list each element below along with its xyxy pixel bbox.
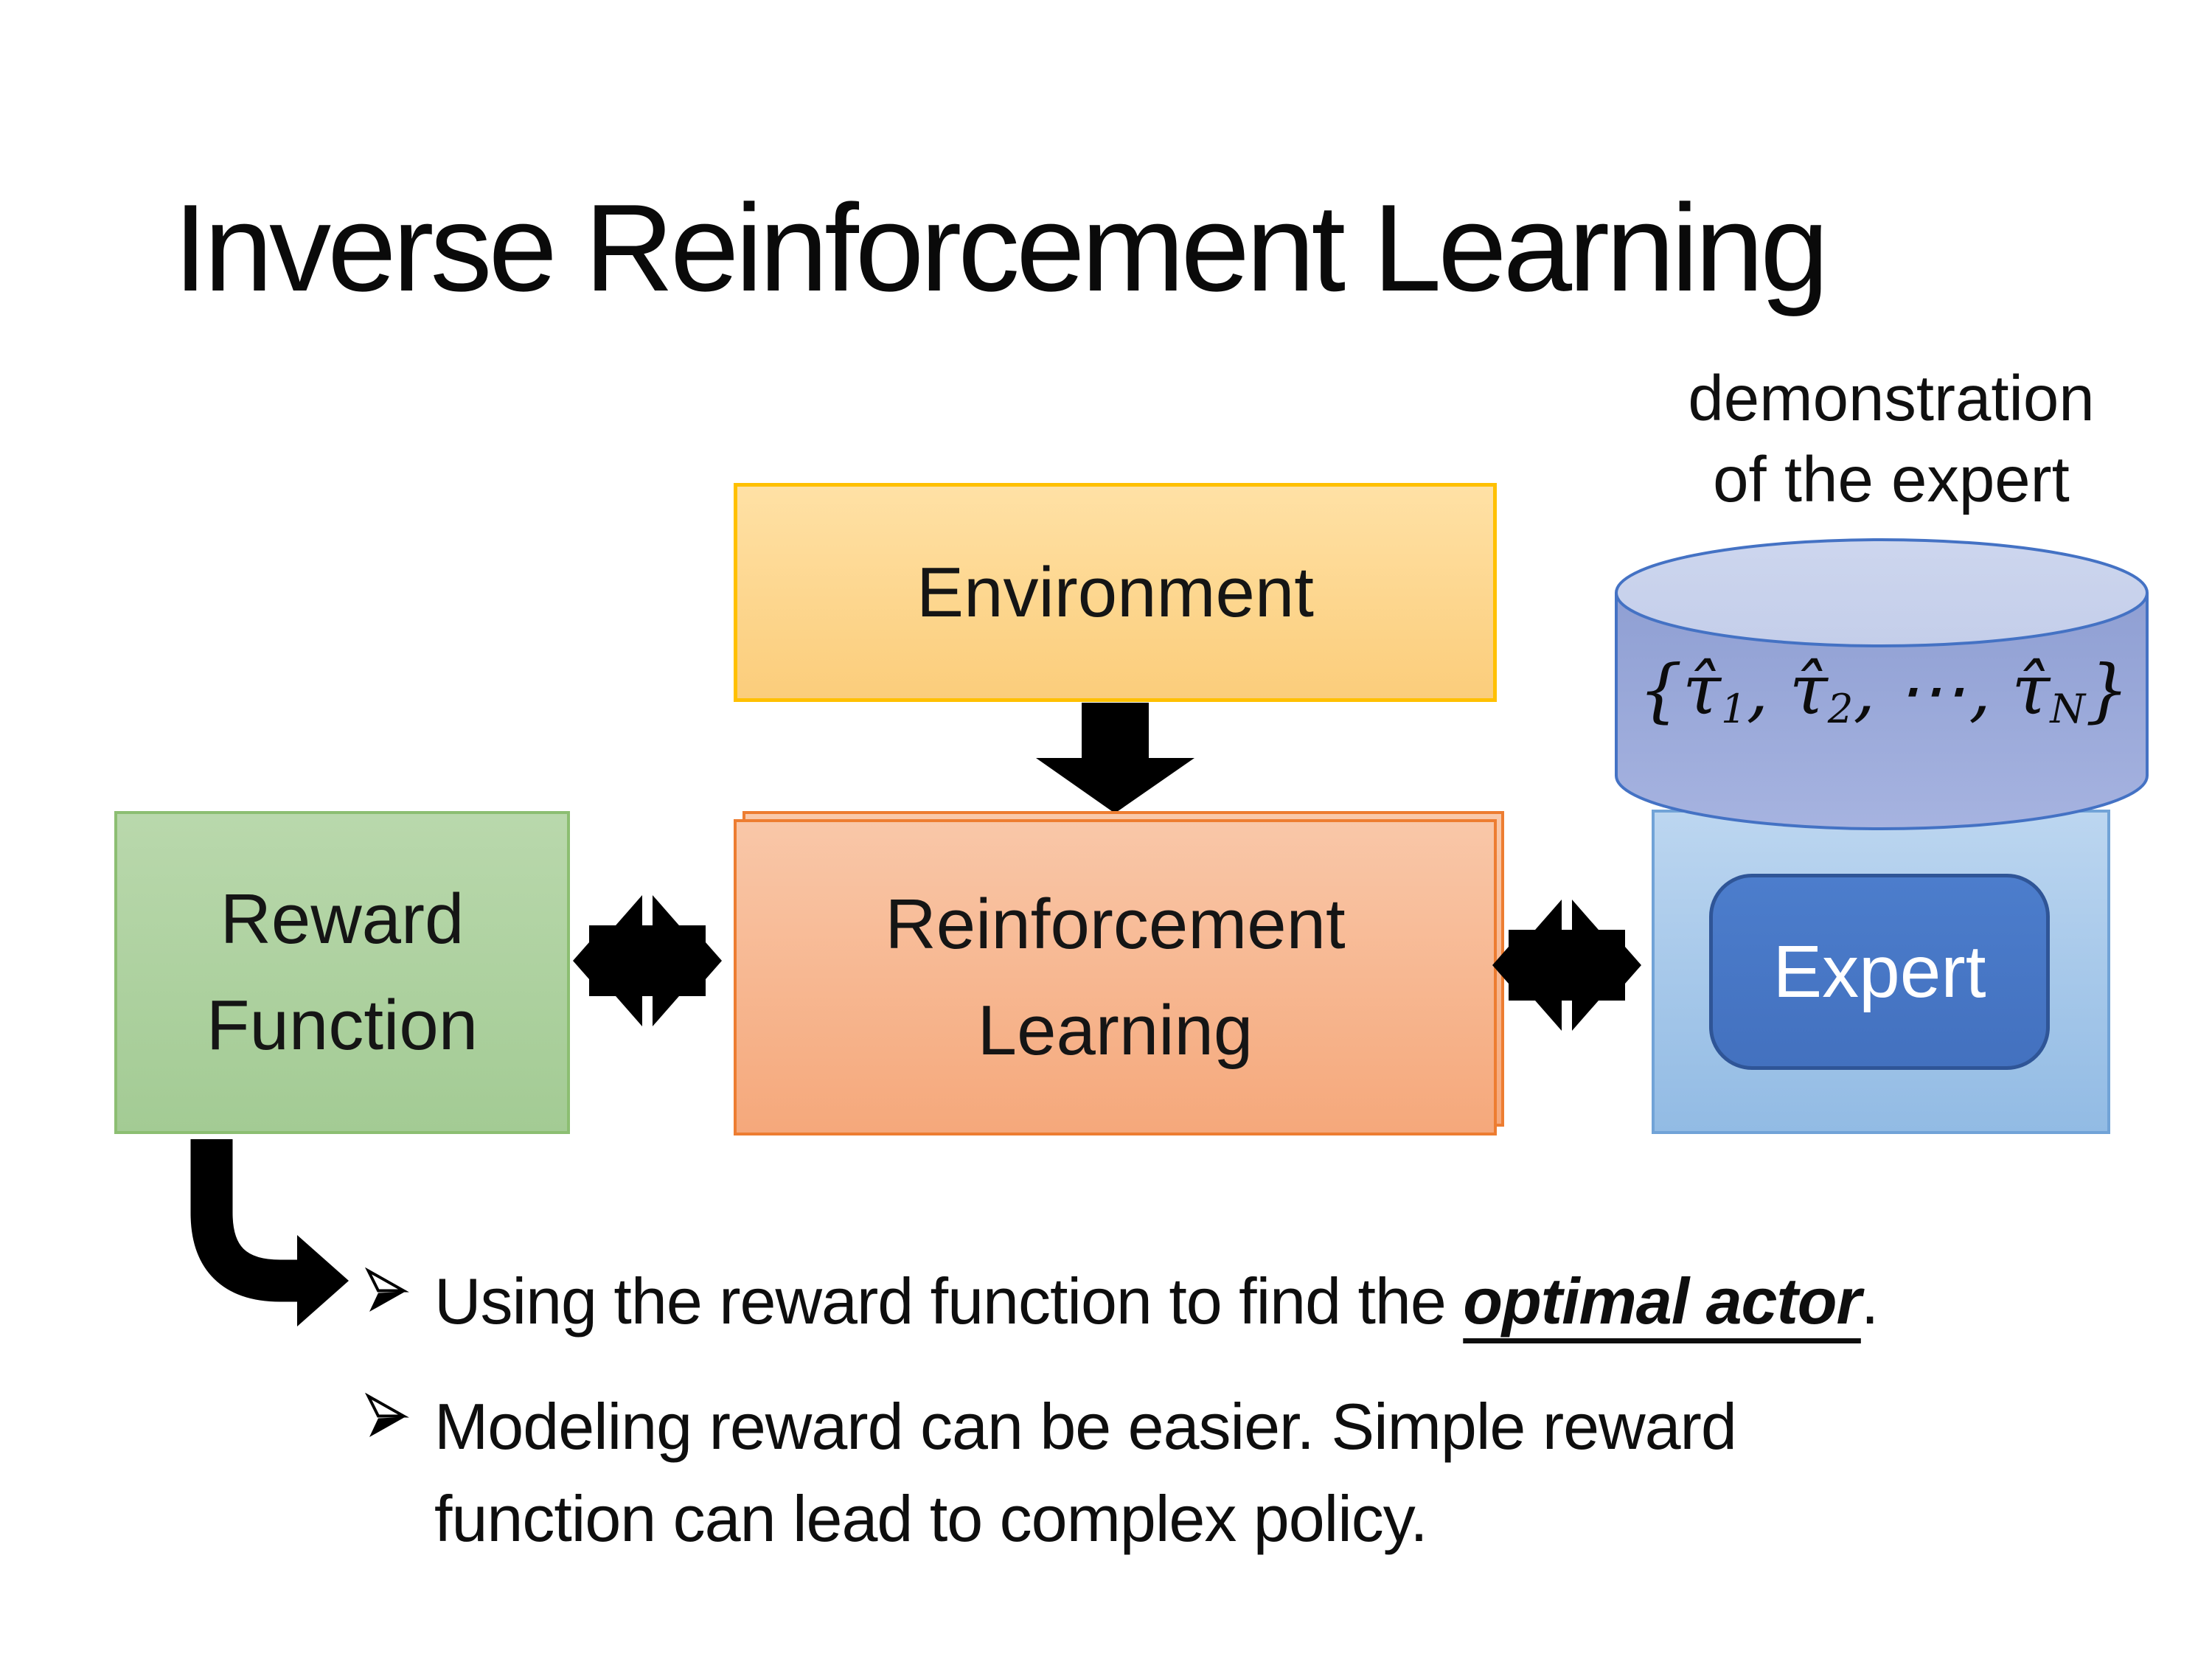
bullet-arrow-icon [365,1393,409,1437]
formula-comma2: , [1853,650,1876,731]
formula-tau1-subscript: 1 [1720,684,1747,732]
bullet-text: Using the reward function to find the op… [434,1256,1879,1348]
trajectory-formula: {τ̂1,τ̂2,⋯,τ̂N} [1630,650,2138,732]
formula-open-brace: { [1638,650,1683,731]
formula-tauN-subscript: N [2050,684,2086,732]
reinforcement-learning-label-line2: Learning [977,990,1253,1070]
expert-label: Expert [1773,930,1986,1013]
formula-dots: ⋯ [1896,650,1966,731]
reward-function-box: Reward Function [114,811,570,1134]
elbow-arrow-icon [190,1139,349,1326]
demonstration-cylinder [1615,538,2149,830]
demonstration-caption: demonstration of the expert [1600,358,2183,521]
reward-function-label-line1: Reward [220,880,465,959]
formula-comma1: , [1746,650,1769,731]
bullet1-emphasis: optimal actor [1463,1265,1862,1338]
formula-comma3: , [1969,650,1992,731]
double-arrow-left-icon [573,885,722,1037]
formula-tauN: τ̂N [2011,650,2086,732]
bullet-item-modeling-reward: Modeling reward can be easier. Simple re… [365,1381,1737,1565]
bullet2-line2: function can lead to complex policy. [434,1481,1428,1555]
environment-box: Environment [734,483,1497,702]
bullet1-prefix: Using the reward function to find the [434,1265,1464,1338]
reinforcement-learning-box: Reinforcement Learning [734,819,1497,1135]
environment-label: Environment [917,552,1314,632]
bullet-text: Modeling reward can be easier. Simple re… [434,1381,1737,1565]
formula-tau1: τ̂1 [1682,650,1747,732]
formula-close-brace: } [2085,650,2129,731]
formula-tau2-subscript: 2 [1827,684,1854,732]
reward-function-label-line2: Function [206,986,479,1065]
demonstration-caption-line1: demonstration [1688,363,2095,434]
bullet1-suffix: . [1860,1265,1879,1338]
bullet-arrow-icon [365,1267,409,1312]
reinforcement-learning-label-line1: Reinforcement [885,884,1346,964]
demonstration-caption-line2: of the expert [1713,444,2070,516]
formula-tau2-symbol: τ̂ [1789,650,1828,731]
expert-box: Expert [1709,874,2050,1070]
down-arrow-icon [1036,703,1194,813]
formula-tau2: τ̂2 [1789,650,1854,732]
bullet2-line1: Modeling reward can be easier. Simple re… [434,1390,1737,1463]
slide-title: Inverse Reinforcement Learning [173,178,1829,317]
double-arrow-right-icon [1492,889,1641,1041]
formula-tau1-symbol: τ̂ [1682,650,1721,731]
bullet-item-optimal-actor: Using the reward function to find the op… [365,1256,1879,1348]
formula-tauN-symbol: τ̂ [2011,650,2051,731]
